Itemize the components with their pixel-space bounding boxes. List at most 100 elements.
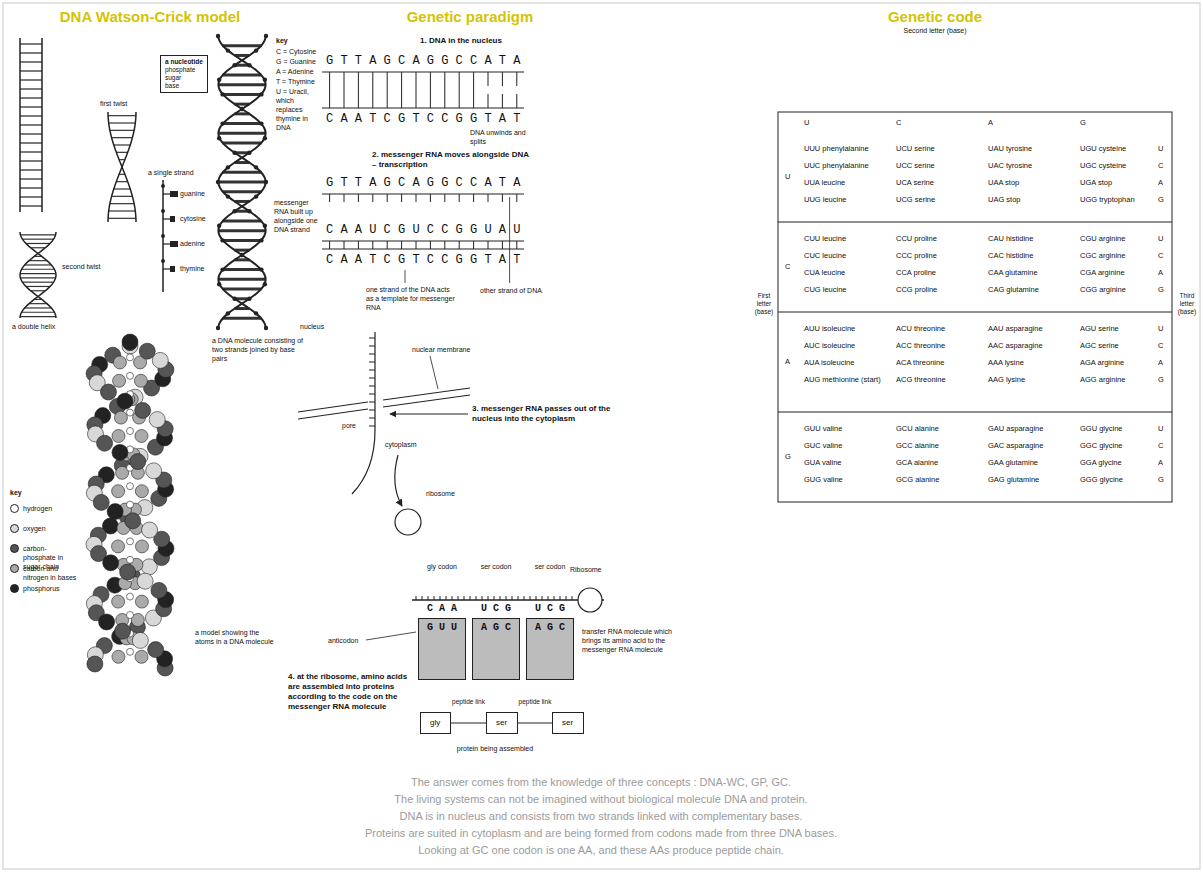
mrna-tick <box>500 596 501 600</box>
mrna-tick <box>452 596 453 600</box>
amino-acid-box: gly <box>420 712 451 734</box>
atom-sphere <box>127 612 134 619</box>
base-pair <box>444 72 445 108</box>
mrna-tick <box>440 596 441 600</box>
base-pair <box>459 241 460 249</box>
annotation: a DNA molecule consisting of two strands… <box>212 336 307 363</box>
node-text: G U U <box>419 622 465 634</box>
helix-dot <box>264 34 268 38</box>
base-pair <box>516 241 517 249</box>
codon-table-cell: AAG lysine <box>988 375 1072 384</box>
atom-sphere <box>112 540 125 553</box>
codon-table-cell: U <box>1158 324 1163 333</box>
base-pair <box>516 94 517 108</box>
codon-table-cell: CUU leucine <box>804 234 888 243</box>
atom-sphere <box>112 595 125 608</box>
helix-dot <box>232 209 236 213</box>
mrna-tick <box>369 378 375 379</box>
annotation: cytoplasm <box>385 440 417 449</box>
codon-table-cell: A <box>785 357 790 366</box>
atom-sphere <box>122 334 138 350</box>
base-pair <box>358 241 359 249</box>
helix-dot <box>232 151 236 155</box>
column-title: Genetic paradigm <box>407 8 534 26</box>
leader-line <box>366 632 416 640</box>
mrna-tick <box>369 418 375 419</box>
base-pair <box>344 241 345 249</box>
transfer-rna-box: G U U <box>418 618 466 680</box>
atom-sphere <box>113 356 126 369</box>
base-stub <box>163 218 170 219</box>
helix-dot <box>254 311 258 315</box>
codon-table-cell: UCA serine <box>896 178 980 187</box>
codon-table-cell: U <box>1158 424 1163 433</box>
double-helix-rung <box>223 142 262 145</box>
double-helix-rung <box>223 122 262 125</box>
codon-table-cell: G <box>1158 475 1164 484</box>
mrna-tick <box>572 596 573 600</box>
annotation: A = Adenine <box>276 67 314 76</box>
base-pair <box>401 241 402 249</box>
mrna-tick <box>476 596 477 600</box>
base-pair <box>416 72 417 108</box>
codon-table-cell: UCG serine <box>896 195 980 204</box>
ladder-rung <box>20 88 42 89</box>
codon-table-cell: AGC serine <box>1080 341 1164 350</box>
atom-sphere <box>137 573 153 589</box>
codon-table-cell: UCU serine <box>896 144 980 153</box>
codon-table-cell: G <box>1158 285 1164 294</box>
leader-line <box>405 270 406 283</box>
first-twist-strand <box>108 112 136 222</box>
annotation: pore <box>342 421 356 430</box>
legend-text: hydrogen <box>23 504 78 513</box>
annotation: nuclear membrane <box>412 345 470 354</box>
mrna-tick <box>482 596 483 600</box>
helix-dot <box>220 121 224 125</box>
column-title: DNA Watson-Crick model <box>60 8 241 26</box>
codon-table-cell: AUG methionine (start) <box>804 375 888 384</box>
codon-table-cell: A <box>1158 178 1163 187</box>
mrna-tick <box>434 596 435 600</box>
atom-sphere <box>107 504 123 520</box>
mrna-tick <box>560 596 561 600</box>
first-twist-rung <box>112 196 133 197</box>
base-pair <box>430 241 431 249</box>
codon-table-cell: A <box>1158 268 1163 277</box>
base-pair <box>387 241 388 249</box>
atom-sphere <box>127 501 134 508</box>
codon-table-cell: CUA leucine <box>804 268 888 277</box>
base-sequence: C A A U C G U C C G G U A U <box>326 223 520 237</box>
codon-table-cell: GUA valine <box>804 458 888 467</box>
ladder-rung <box>20 187 42 188</box>
table-outline <box>778 112 1172 502</box>
annotation: other strand of DNA <box>480 286 542 295</box>
codon-table-cell: C <box>1158 161 1163 170</box>
atom-sphere <box>135 430 148 443</box>
codon-table-cell: UUU phenylalanine <box>804 144 888 153</box>
base-stub <box>163 268 170 269</box>
annotation: nucleus <box>300 322 324 331</box>
double-helix-rung <box>218 278 266 281</box>
double-helix-strand <box>218 36 266 328</box>
base-tick <box>358 194 359 202</box>
codon-table-cell: GGC glycine <box>1080 441 1164 450</box>
base-pair <box>502 72 503 86</box>
helix-dot <box>232 63 236 67</box>
atom-sphere <box>87 656 103 672</box>
annotation: first twist <box>100 99 127 108</box>
atom-sphere <box>127 593 134 600</box>
mrna-tick <box>488 596 489 600</box>
double-helix-rung <box>223 288 262 291</box>
atom-sphere <box>112 650 125 663</box>
double-helix-rung <box>218 181 266 184</box>
second-twist-strand <box>20 232 56 318</box>
helix-dot <box>226 194 230 198</box>
ladder-rung <box>20 61 42 62</box>
table-rule <box>778 412 1172 413</box>
base-symbol <box>170 241 178 247</box>
codon-table-cell: C <box>896 118 901 127</box>
mrna-tick <box>416 596 417 600</box>
axis-label: Third letter (base) <box>1176 292 1198 316</box>
atom-sphere <box>120 564 136 580</box>
codon-table-cell: A <box>1158 458 1163 467</box>
